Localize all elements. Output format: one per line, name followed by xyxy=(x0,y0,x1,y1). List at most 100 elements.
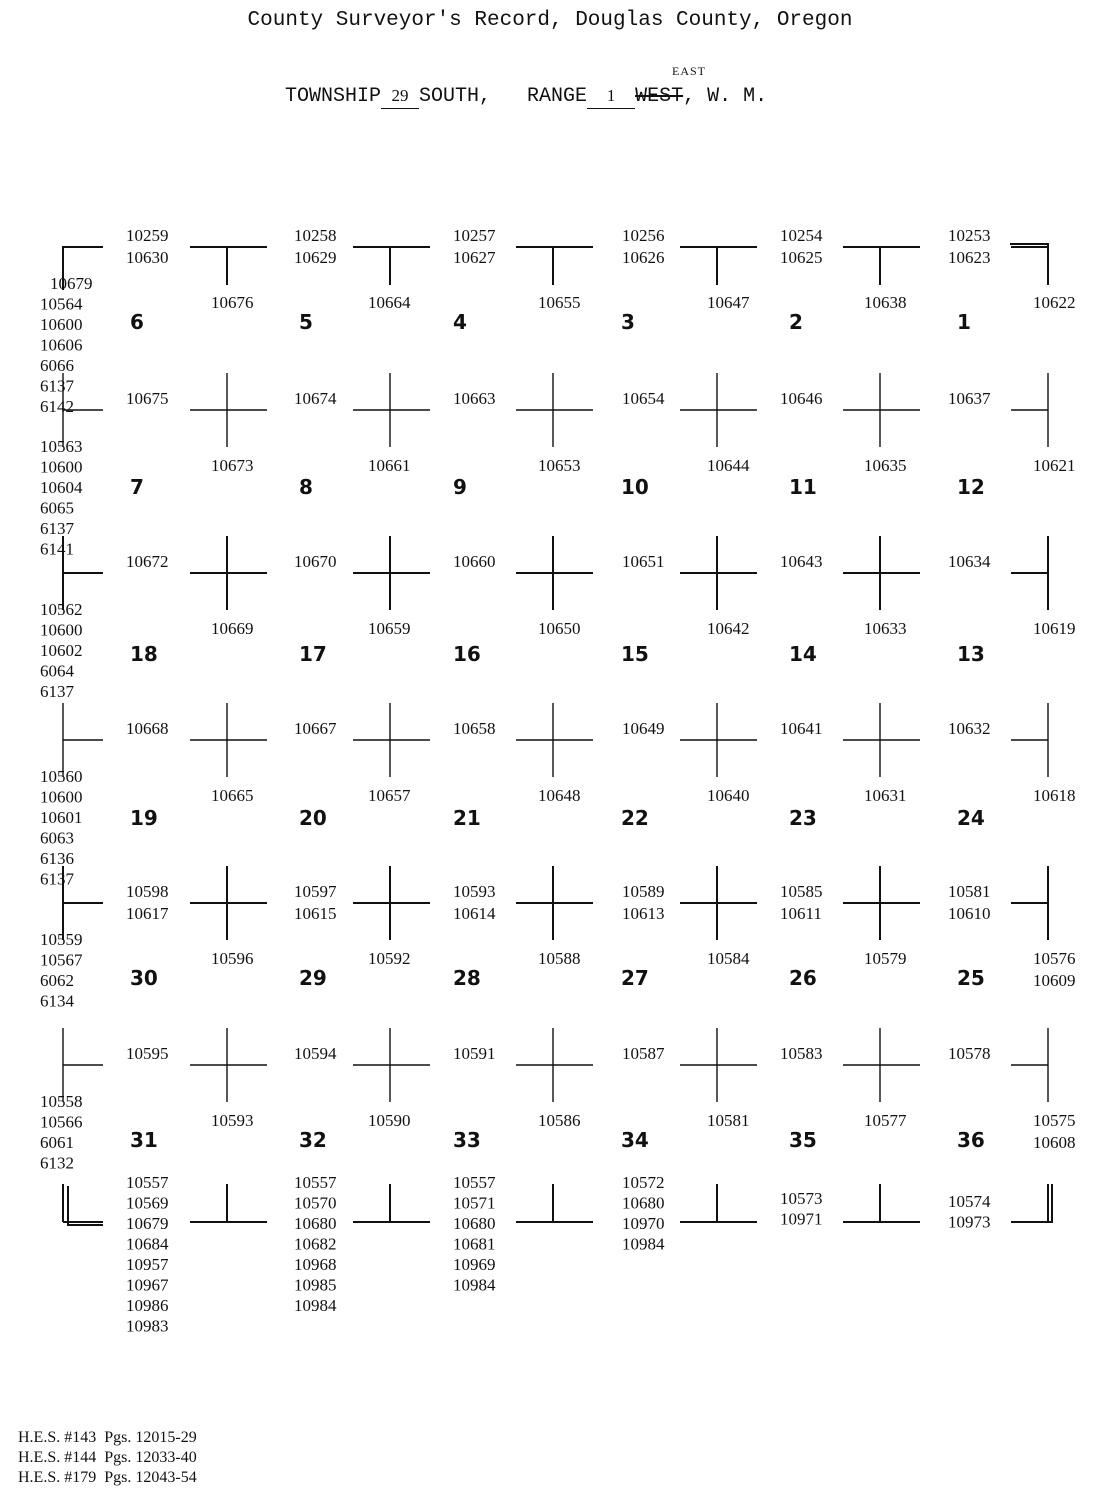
corner-number: 10594 xyxy=(294,1044,337,1063)
section-number: 33 xyxy=(453,1128,481,1152)
west-boundary-number: 6062 xyxy=(40,971,74,990)
south-boundary-number: 10986 xyxy=(126,1296,169,1315)
section-number: 8 xyxy=(299,475,313,499)
corner-number: 10619 xyxy=(1033,619,1076,638)
section-number: 16 xyxy=(453,642,481,666)
range-direction-struck: WEST xyxy=(635,85,684,108)
corner-number: 10635 xyxy=(864,456,907,475)
section-number: 12 xyxy=(957,475,985,499)
corner-number: 10581 xyxy=(948,882,991,901)
corner-number: 10661 xyxy=(368,456,411,475)
section-number: 15 xyxy=(621,642,649,666)
corner-number: 10585 xyxy=(780,882,823,901)
section-number: 36 xyxy=(957,1128,985,1152)
south-boundary-number: 10569 xyxy=(126,1194,169,1213)
range-label: RANGE xyxy=(527,85,588,108)
section-number: 7 xyxy=(130,475,144,499)
section-number: 27 xyxy=(621,966,649,990)
section-number: 10 xyxy=(621,475,649,499)
corner-se xyxy=(1016,1184,1053,1223)
corner-number: 10672 xyxy=(126,552,169,571)
meridian: , W. M. xyxy=(683,85,768,108)
corner-number: 10627 xyxy=(453,248,496,267)
corner-number: 10646 xyxy=(780,389,823,408)
section-number: 14 xyxy=(789,642,817,666)
south-boundary-number: 10570 xyxy=(294,1194,337,1213)
corner-number: 10667 xyxy=(294,719,337,738)
corner-number: 10669 xyxy=(211,619,254,638)
reference-line: H.E.S. #144 Pgs. 12033-40 xyxy=(18,1448,197,1468)
section-number: 24 xyxy=(957,806,985,830)
section-number: 22 xyxy=(621,806,649,830)
corner-number: 10588 xyxy=(538,949,581,968)
section-number: 26 xyxy=(789,966,817,990)
section-number: 23 xyxy=(789,806,817,830)
corner-number: 10590 xyxy=(368,1111,411,1130)
corner-number: 10665 xyxy=(211,786,254,805)
west-boundary-number: 10567 xyxy=(40,951,83,970)
corner-number: 10637 xyxy=(948,389,991,408)
corner-number: 10673 xyxy=(211,456,254,475)
range-direction-written: EAST xyxy=(672,64,706,78)
south-boundary-number: 10682 xyxy=(294,1235,337,1254)
south-boundary-number: 10957 xyxy=(126,1255,169,1274)
page-range: Pgs. 12033-40 xyxy=(104,1449,197,1466)
section-number: 5 xyxy=(299,310,313,334)
hes-number: H.E.S. #179 xyxy=(18,1469,97,1486)
south-boundary-number: 10680 xyxy=(453,1214,496,1233)
corner-ne xyxy=(1010,243,1049,284)
south-boundary-number: 10983 xyxy=(126,1317,169,1336)
corner-number: 10596 xyxy=(211,949,254,968)
corner-number: 10658 xyxy=(453,719,496,738)
page-range: Pgs. 12043-54 xyxy=(104,1469,197,1486)
west-boundary-number: 10601 xyxy=(40,808,83,827)
reference-line: H.E.S. #179 Pgs. 12043-54 xyxy=(18,1468,197,1488)
corner-number: 10654 xyxy=(622,389,665,408)
south-boundary-number: 10681 xyxy=(453,1235,496,1254)
corner-number: 10668 xyxy=(126,719,169,738)
corner-number: 10653 xyxy=(538,456,581,475)
west-boundary-number: 6063 xyxy=(40,829,74,848)
corner-number: 10644 xyxy=(707,456,750,475)
section-number: 31 xyxy=(130,1128,158,1152)
south-boundary-number: 10968 xyxy=(294,1255,337,1274)
corner-number: 10655 xyxy=(538,293,581,312)
south-boundary-number: 10984 xyxy=(453,1276,496,1295)
south-boundary-number: 10684 xyxy=(126,1235,169,1254)
corner-number: 10597 xyxy=(294,882,337,901)
west-boundary-number: 10564 xyxy=(40,295,83,314)
section-number: 20 xyxy=(299,806,327,830)
south-boundary-number: 10973 xyxy=(948,1213,991,1232)
south-boundary-number: 10573 xyxy=(780,1189,823,1208)
corner-number: 10640 xyxy=(707,786,750,805)
south-boundary-number: 10557 xyxy=(453,1173,496,1192)
section-number: 6 xyxy=(130,310,144,334)
corner-number: 10613 xyxy=(622,904,665,923)
west-boundary-number: 6066 xyxy=(40,356,74,375)
corner-number: 10591 xyxy=(453,1044,496,1063)
west-boundary-number: 10600 xyxy=(40,621,83,640)
page-range: Pgs. 12015-29 xyxy=(104,1429,197,1446)
corner-number: 10675 xyxy=(126,389,169,408)
south-boundary-number: 10984 xyxy=(622,1235,665,1254)
west-boundary-number: 10562 xyxy=(40,600,83,619)
section-number: 4 xyxy=(453,310,467,334)
corner-number: 10256 xyxy=(622,226,665,245)
hes-number: H.E.S. #143 xyxy=(18,1429,97,1446)
corner-number: 10589 xyxy=(622,882,665,901)
section-number: 35 xyxy=(789,1128,817,1152)
west-boundary-number: 6137 xyxy=(40,870,75,889)
corner-number: 10632 xyxy=(948,719,991,738)
section-number: 30 xyxy=(130,966,158,990)
corner-number: 10611 xyxy=(780,904,822,923)
south-boundary-number: 10557 xyxy=(294,1173,337,1192)
corner-number: 10621 xyxy=(1033,456,1076,475)
corner-number: 10609 xyxy=(1033,971,1076,990)
reference-line: H.E.S. #143 Pgs. 12015-29 xyxy=(18,1428,197,1448)
west-boundary-number: 10559 xyxy=(40,930,83,949)
corner-number: 10598 xyxy=(126,882,169,901)
corner-number: 10643 xyxy=(780,552,823,571)
corner-number: 10614 xyxy=(453,904,496,923)
south-boundary-number: 10680 xyxy=(622,1194,665,1213)
